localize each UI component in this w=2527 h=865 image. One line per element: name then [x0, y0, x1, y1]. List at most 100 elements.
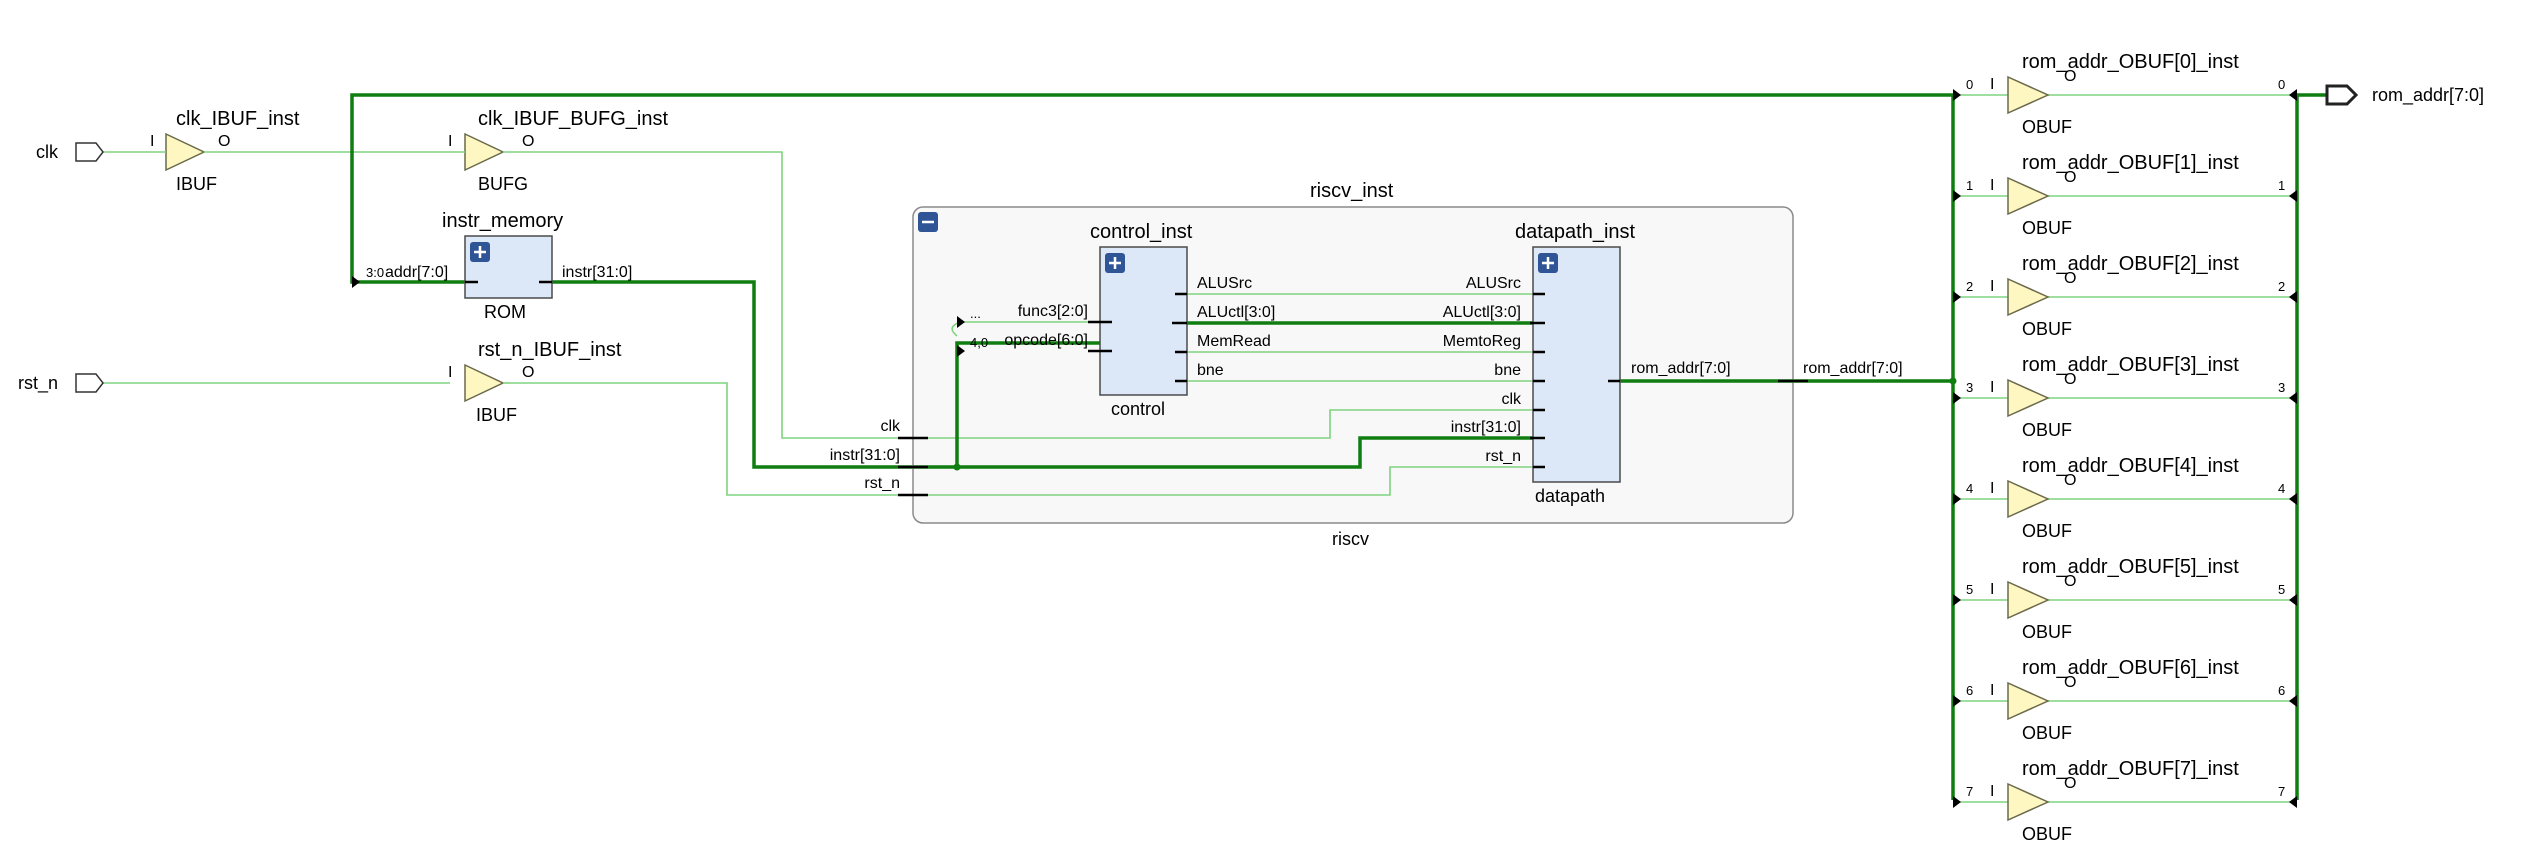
cell-clk-ibuf-name: clk_IBUF_inst [176, 108, 300, 130]
pin-arrow-icon [2289, 392, 2297, 404]
pin-label: O [2064, 68, 2076, 85]
bus-bit-index: 5 [2278, 582, 2285, 597]
pin-label: O [2064, 573, 2076, 590]
cell-obuf-name: rom_addr_OBUF[1]_inst [2022, 152, 2239, 174]
bus-bit-index: 4 [2278, 481, 2285, 496]
cell-clk-bufg[interactable]: clk_IBUF_BUFG_inst I O BUFG [448, 108, 668, 194]
buffer-icon [2007, 479, 2050, 519]
pin-arrow-icon [2289, 695, 2297, 707]
pin-label: I [1990, 682, 1994, 699]
cell-datapath[interactable]: datapath_inst ALUSrc ALUctl[3:0] MemtoRe… [1443, 221, 1731, 506]
cell-type: control [1111, 399, 1165, 419]
bus-bit-index: 1 [2278, 178, 2285, 193]
bus-bit-index: 0 [1966, 77, 1973, 92]
cell-type: datapath [1535, 486, 1605, 506]
cell-riscv[interactable]: riscv_inst riscv clk instr[31:0] rst_n r… [830, 180, 1903, 549]
pin-arrow-icon [1953, 291, 1961, 303]
port-label: clk [880, 418, 901, 435]
buffer-icon [464, 132, 505, 172]
pin-arrow-icon [1953, 392, 1961, 404]
buffer-icon [2007, 378, 2050, 418]
pin-label: func3[2:0] [1018, 303, 1088, 320]
bus-bit-index: 4 [1966, 481, 1973, 496]
cell-datapath-name: datapath_inst [1515, 221, 1636, 243]
bus-bit-index: 6 [1966, 683, 1973, 698]
cell-type: OBUF [2022, 117, 2072, 137]
cell-type: riscv [1332, 529, 1369, 549]
port-label: instr[31:0] [830, 447, 900, 464]
pin-label: O [522, 364, 534, 381]
bus-bit-index: 3 [2278, 380, 2285, 395]
pin-label: ALUSrc [1466, 275, 1521, 292]
net-rom-addr-feedback[interactable] [350, 93, 1953, 284]
plus-icon [1109, 257, 1121, 269]
port-label: rom_addr[7:0] [1803, 360, 1903, 377]
cell-obuf-name: rom_addr_OBUF[4]_inst [2022, 455, 2239, 477]
pin-label: O [2064, 775, 2076, 792]
pin-arrow-icon [1953, 796, 1961, 808]
pin-arrow-icon [1953, 190, 1961, 202]
cell-type: OBUF [2022, 218, 2072, 238]
cell-obuf-name: rom_addr_OBUF[5]_inst [2022, 556, 2239, 578]
cell-rst-ibuf[interactable]: rst_n_IBUF_inst I O IBUF [448, 339, 622, 425]
bus-junction [953, 463, 961, 471]
cell-obuf-name: rom_addr_OBUF[6]_inst [2022, 657, 2239, 679]
port-rst-n[interactable]: rst_n [18, 373, 104, 394]
pin-arrow-icon [1953, 594, 1961, 606]
buffer-icon [165, 132, 206, 172]
bus-bit-index: 5 [1966, 582, 1973, 597]
pin-label: instr[31:0] [1451, 419, 1521, 436]
cell-type: OBUF [2022, 824, 2072, 844]
cell-obuf-name: rom_addr_OBUF[3]_inst [2022, 354, 2239, 376]
port-clk-label: clk [36, 142, 59, 162]
bus-bit-index: 3 [1966, 380, 1973, 395]
bus-slice: 4,0 [970, 335, 988, 350]
cell-obuf-name: rom_addr_OBUF[2]_inst [2022, 253, 2239, 275]
pin-arrow-icon [1953, 89, 1961, 101]
cell-clk-bufg-name: clk_IBUF_BUFG_inst [478, 108, 668, 130]
cell-obuf-name: rom_addr_OBUF[7]_inst [2022, 758, 2239, 780]
port-label: rst_n [864, 475, 900, 492]
plus-icon [1542, 257, 1554, 269]
cell-riscv-name: riscv_inst [1310, 180, 1394, 202]
cell-type: BUFG [478, 174, 528, 194]
pin-label: instr[31:0] [562, 264, 632, 281]
pin-arrow-icon [1953, 493, 1961, 505]
port-clk[interactable]: clk [36, 142, 104, 162]
cell-clk-ibuf[interactable]: clk_IBUF_inst I O IBUF [150, 108, 300, 194]
pin-label: O [2064, 472, 2076, 489]
pin-arrow-icon [957, 345, 965, 357]
port-rom-addr[interactable]: rom_addr[7:0] [2325, 84, 2484, 106]
cell-control[interactable]: control_inst ... 4,0 func3[2:0] opcode[6… [957, 221, 1275, 419]
cell-type: OBUF [2022, 521, 2072, 541]
pin-label: addr[7:0] [385, 264, 448, 281]
cell-type: OBUF [2022, 622, 2072, 642]
cell-control-name: control_inst [1090, 221, 1193, 243]
cell-instr-memory-name: instr_memory [442, 210, 563, 232]
cell-instr-memory[interactable]: instr_memory 3:0 addr[7:0] instr[31:0] R… [352, 210, 632, 322]
pin-label: ALUctl[3:0] [1443, 304, 1521, 321]
buffer-icon [2007, 782, 2050, 822]
buffer-icon [2007, 681, 2050, 721]
pin-label: I [1990, 278, 1994, 295]
buffer-icon [2007, 176, 2050, 216]
pin-label: I [1990, 783, 1994, 800]
bus-bit-index: 1 [1966, 178, 1973, 193]
pin-arrow-icon [2289, 190, 2297, 202]
plus-icon [474, 246, 486, 258]
port-rom-addr-label: rom_addr[7:0] [2372, 85, 2484, 106]
cell-type: IBUF [476, 405, 517, 425]
pin-label: I [150, 133, 154, 150]
cell-type: OBUF [2022, 319, 2072, 339]
pin-arrow-icon [957, 316, 965, 328]
pin-label: bne [1494, 362, 1521, 379]
